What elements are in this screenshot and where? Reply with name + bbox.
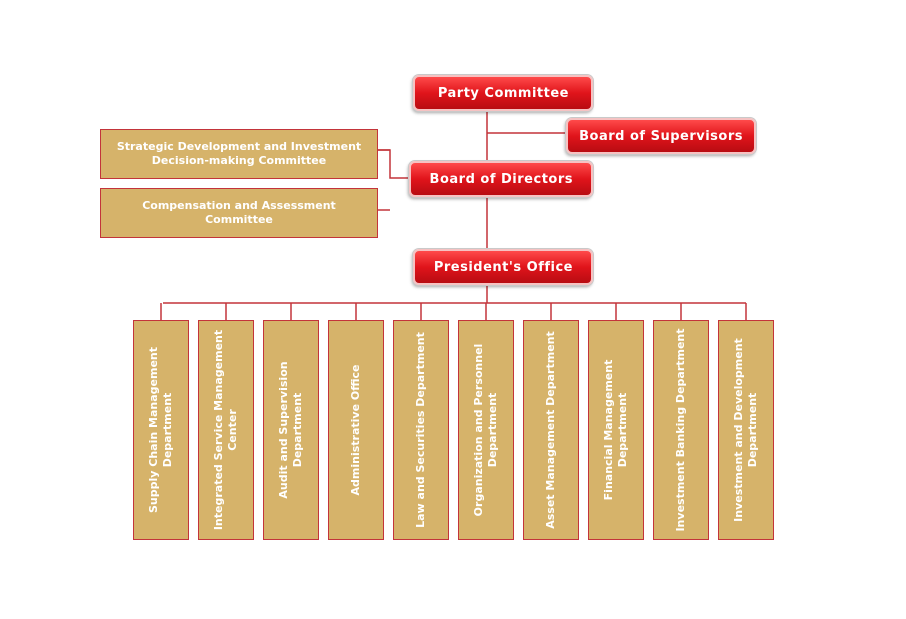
department-box: Supply Chain Management Department <box>133 320 189 540</box>
department-label: Investment and Development Department <box>732 338 759 522</box>
board-of-directors-node: Board of Directors <box>409 161 593 197</box>
board-of-directors-label: Board of Directors <box>429 171 573 187</box>
committee-compensation-assessment: Compensation and Assessment Committee <box>100 188 378 238</box>
presidents-office-node: President's Office <box>413 249 593 285</box>
board-of-supervisors-node: Board of Supervisors <box>566 118 756 154</box>
board-of-supervisors-label: Board of Supervisors <box>579 128 743 144</box>
department-box: Organization and Personnel Department <box>458 320 514 540</box>
department-box: Law and Securities Department <box>393 320 449 540</box>
department-box: Financial Management Department <box>588 320 644 540</box>
department-box: Investment and Development Department <box>718 320 774 540</box>
department-label: Law and Securities Department <box>414 332 427 528</box>
department-label: Asset Management Department <box>544 331 557 529</box>
department-box: Asset Management Department <box>523 320 579 540</box>
committee-strategic-development: Strategic Development and Investment Dec… <box>100 129 378 179</box>
department-label: Investment Banking Department <box>674 328 687 532</box>
department-label: Audit and Supervision Department <box>277 361 304 499</box>
party-committee-label: Party Committee <box>437 85 569 101</box>
department-label: Financial Management Department <box>602 359 629 501</box>
department-label: Administrative Office <box>349 364 362 496</box>
department-label: Supply Chain Management Department <box>147 347 174 513</box>
department-drops <box>160 303 747 320</box>
department-box: Administrative Office <box>328 320 384 540</box>
committee-strategic-development-label: Strategic Development and Investment Dec… <box>116 140 362 167</box>
department-box: Audit and Supervision Department <box>263 320 319 540</box>
department-label: Organization and Personnel Department <box>472 343 499 517</box>
connector-to-committees <box>378 149 411 179</box>
department-box: Integrated Service Management Center <box>198 320 254 540</box>
presidents-office-label: President's Office <box>433 259 573 275</box>
party-committee-node: Party Committee <box>413 75 593 111</box>
department-box: Investment Banking Department <box>653 320 709 540</box>
department-label: Integrated Service Management Center <box>212 329 239 531</box>
committee-compensation-assessment-label: Compensation and Assessment Committee <box>142 199 336 226</box>
